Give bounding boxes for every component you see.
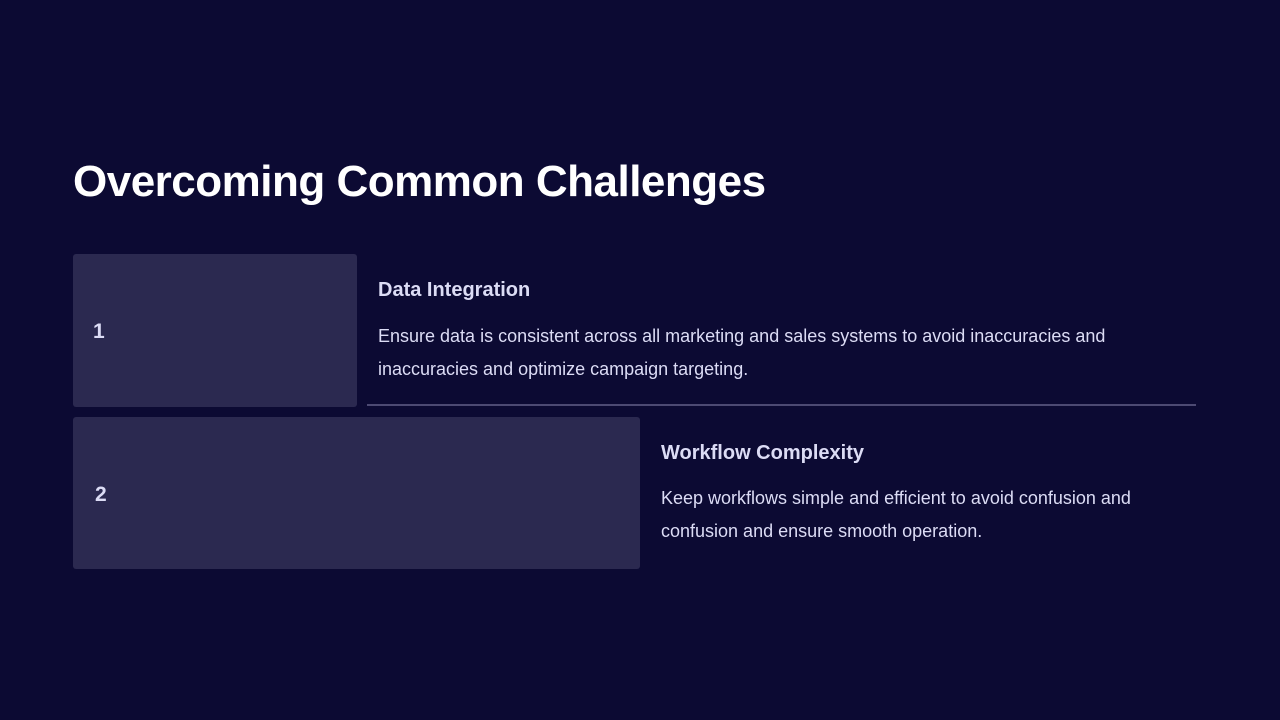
challenge-number-2: 2 <box>95 483 107 506</box>
challenge-description-1: Ensure data is consistent across all mar… <box>378 326 1106 379</box>
challenge-number-1: 1 <box>93 320 105 343</box>
challenge-heading-2: Workflow Complexity <box>661 442 864 464</box>
challenge-card-1: 1 <box>73 254 357 407</box>
item-divider <box>367 404 1196 406</box>
slide-title: Overcoming Common Challenges <box>73 157 766 206</box>
challenge-description-2: Keep workflows simple and efficient to a… <box>661 488 1131 541</box>
challenge-card-2: 2 <box>73 417 640 569</box>
challenge-heading-1: Data Integration <box>378 279 531 301</box>
